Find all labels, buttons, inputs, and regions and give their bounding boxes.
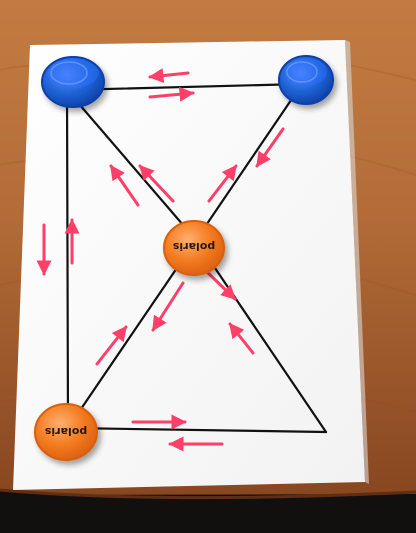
lower-right-diagonal — [194, 238, 328, 434]
upper-right-diagonal — [194, 82, 304, 242]
blue-cap-top-left — [41, 56, 105, 108]
orange-cap-center: polaris — [163, 220, 225, 276]
arrow-center-downright — [204, 269, 237, 301]
arrow-top-right — [148, 86, 195, 102]
brand-label: polaris — [172, 240, 215, 253]
brand-label: polaris — [44, 425, 87, 438]
table-edge — [0, 488, 416, 500]
arrow-center-upright-1 — [138, 164, 175, 203]
upper-left-diagonal — [65, 88, 198, 242]
arrow-upper-right-up — [207, 164, 238, 203]
red-arrows — [36, 68, 285, 452]
arrow-center-upleft — [109, 164, 140, 207]
arrow-lower-right-up — [228, 322, 255, 355]
blue-cap-top-right — [278, 55, 334, 105]
floor-shadow — [0, 490, 416, 533]
arrow-center-downleft — [151, 281, 185, 332]
paper-shadow — [345, 40, 369, 484]
left-edge — [65, 88, 70, 430]
orange-cap-bottom-left: polaris — [34, 403, 98, 461]
bottom-edge — [66, 426, 328, 434]
arrow-top-left — [148, 68, 190, 84]
arrow-lower-left-up — [95, 325, 128, 366]
lower-left-diagonal — [66, 238, 198, 430]
arrow-upper-right-down — [255, 127, 285, 168]
